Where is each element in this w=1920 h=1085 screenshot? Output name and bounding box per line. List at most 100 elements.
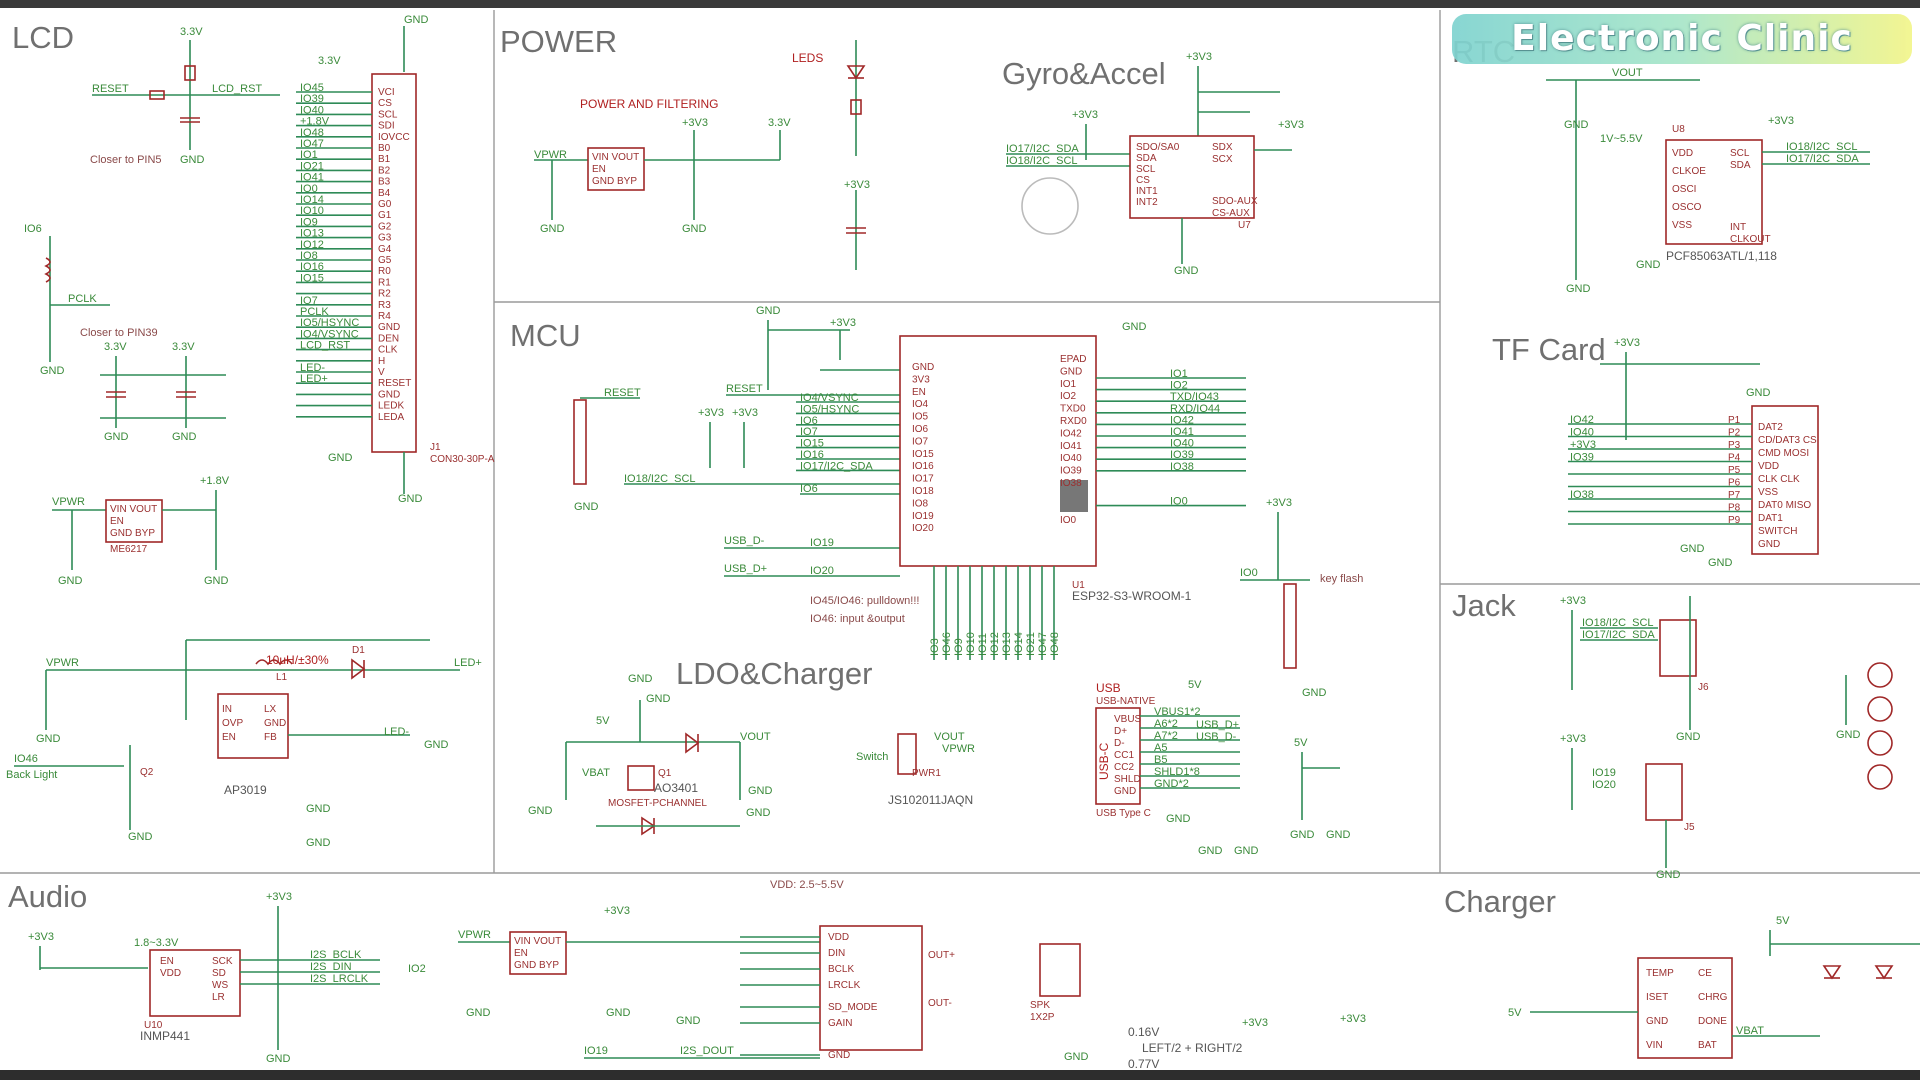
ldo-gnd-top2: GND bbox=[646, 693, 671, 705]
lcd-decoupling-caps: 3.3V 3.3V GND GND bbox=[100, 341, 226, 443]
mcu-gnd-right: GND bbox=[1122, 321, 1147, 333]
audio-spk-body bbox=[1039, 943, 1081, 997]
ldo-switch-part: JS102011JAQN bbox=[888, 793, 973, 807]
mcu-pin-l: IO18 bbox=[912, 486, 934, 497]
tf-label: DAT2 bbox=[1758, 422, 1783, 433]
lcd-backlight-boost: VPWR 10uH/±30% L1 D1 LED+ INOVPENLXGNDFB… bbox=[6, 639, 482, 849]
lcd-ldo-gnd1: GND bbox=[58, 575, 83, 587]
audio-range: 1.8~3.3V bbox=[134, 937, 179, 949]
mcu-usb-dp: USB_D+ bbox=[724, 563, 767, 575]
lcd-boost-gnd3: GND bbox=[306, 803, 331, 815]
lcd-conn-pin: CLK bbox=[378, 345, 398, 356]
tf-pin: P3 bbox=[1728, 440, 1741, 451]
gyro-v33a: +3V3 bbox=[1186, 51, 1212, 63]
lcd-conn-net: IO40 bbox=[300, 104, 324, 116]
lcd-boost-ic bbox=[217, 693, 289, 759]
jack-j5-body bbox=[1645, 763, 1683, 821]
lcd-conn-name: CON30-30P-A bbox=[430, 454, 495, 465]
power-gnd2: GND bbox=[682, 223, 707, 235]
tf-net: IO38 bbox=[1570, 489, 1594, 501]
tf-gnd3: GND bbox=[1708, 557, 1733, 569]
lcd-ldo-gndbyp: GND BYP bbox=[110, 528, 155, 539]
tf-label: DAT0 MISO bbox=[1758, 500, 1811, 511]
lcd-v33d: 3.3V bbox=[318, 55, 341, 67]
power-v33b: 3.3V bbox=[768, 117, 791, 129]
lcd-conn-net: IO41 bbox=[300, 172, 324, 184]
mcu-right-net: IO41 bbox=[1170, 426, 1194, 438]
lcd-conn-net: IO13 bbox=[300, 228, 324, 240]
mcu-pin-l: IO6 bbox=[912, 424, 929, 435]
audio-io19: IO19 bbox=[584, 1045, 608, 1057]
mcu-part-id: U1 bbox=[1072, 580, 1085, 591]
gyro-pin-r: SDO-AUX bbox=[1212, 196, 1258, 207]
ldo-gnd6: GND bbox=[1234, 845, 1259, 857]
audio-amp-pin: GAIN bbox=[828, 1018, 852, 1029]
lcd-conn-pin: B4 bbox=[378, 188, 391, 199]
mcu-pin-r: IO1 bbox=[1060, 379, 1077, 390]
audio-u10: U10 bbox=[144, 1020, 163, 1031]
lcd-conn-pin: R2 bbox=[378, 289, 391, 300]
mcu-pin-l: GND bbox=[912, 362, 934, 373]
chg-pin-r: BAT bbox=[1698, 1040, 1717, 1051]
lcd-conn-pin: SCL bbox=[378, 109, 398, 120]
mcu-pin-r: GND bbox=[1060, 366, 1082, 377]
audio-mic-pin-r: WS bbox=[212, 980, 228, 991]
lcd-conn-pin: R0 bbox=[378, 266, 391, 277]
audio-amp-body bbox=[819, 925, 923, 1051]
rtc-scl: IO18/I2C_SCL bbox=[1786, 141, 1858, 153]
lcd-v33c: 3.3V bbox=[172, 341, 195, 353]
ldo-usb-dp: USB_D+ bbox=[1196, 719, 1239, 731]
mcu-left-net: IO4/VSYNC bbox=[800, 392, 859, 404]
lcd-ldo-part: ME6217 bbox=[110, 544, 148, 555]
gyro-gnd: GND bbox=[1174, 265, 1199, 277]
lcd-gnd-4: GND bbox=[172, 431, 197, 443]
rtc-pin-l: CLKOE bbox=[1672, 166, 1706, 177]
lcd-conn-pin: GND bbox=[378, 322, 400, 333]
section-ldo: LDO&Charger bbox=[676, 656, 872, 691]
ldo-gnd2: GND bbox=[746, 807, 771, 819]
lcd-conn-pin: LEDK bbox=[378, 401, 404, 412]
tf-net: IO39 bbox=[1570, 452, 1594, 464]
audio-mic-pin-r: SD bbox=[212, 968, 226, 979]
mcu-epad-mark bbox=[1060, 480, 1088, 512]
lcd-boost-pin-l: EN bbox=[222, 732, 236, 743]
usb-pin: D+ bbox=[1114, 726, 1127, 737]
mcu-bottom-net: IO13 bbox=[1001, 632, 1013, 656]
lcd-boost-pin-l: IN bbox=[222, 704, 232, 715]
lcd-ldo-en: EN bbox=[110, 516, 124, 527]
lcd-conn-pin: GND bbox=[378, 389, 400, 400]
gyro-pin-l: SDA bbox=[1136, 153, 1157, 164]
audio-vdd-range: VDD: 2.5~5.5V bbox=[770, 879, 844, 891]
mcu-pin-l: IO17 bbox=[912, 474, 934, 485]
audio-v33b: +3V3 bbox=[604, 905, 630, 917]
lcd-boost-gnd1: GND bbox=[36, 733, 61, 745]
lcd-conn-pin: LEDA bbox=[378, 412, 404, 423]
lcd-conn-net: IO21 bbox=[300, 160, 324, 172]
watermark-text: Electronic Clinic bbox=[1511, 18, 1853, 59]
mcu-v33b: +3V3 bbox=[698, 407, 724, 419]
lcd-conn-net: IO1 bbox=[300, 149, 318, 161]
ldo-circuit: GND GND 5V VBAT Q1 AO3401 MOSFET-PCHANNE… bbox=[528, 673, 1351, 857]
mcu-pin-r: RXD0 bbox=[1060, 416, 1087, 427]
gyro-pin-r: SDX bbox=[1212, 142, 1233, 153]
lcd-conn-net: IO9 bbox=[300, 216, 318, 228]
tf-pin: P7 bbox=[1728, 490, 1741, 501]
lcd-backlight: Back Light bbox=[6, 769, 57, 781]
lcd-gnd-2: GND bbox=[40, 365, 65, 377]
section-mcu: MCU bbox=[510, 318, 581, 353]
lcd-conn-gnd-top: GND bbox=[404, 14, 429, 26]
audio-mic-pin-l: VDD bbox=[160, 968, 181, 979]
ldo-vbat: VBAT bbox=[582, 767, 610, 779]
rtc-pin-r: SCL bbox=[1730, 148, 1750, 159]
mcu-right-net: IO39 bbox=[1170, 449, 1194, 461]
usb-pin: D- bbox=[1114, 738, 1125, 749]
ldo-usb-type: USB Type C bbox=[1096, 808, 1151, 819]
rtc-u8: U8 bbox=[1672, 124, 1685, 135]
gyro-scl: IO18/I2C_SCL bbox=[1006, 155, 1078, 167]
audio-amp-pin: LRCLK bbox=[828, 980, 861, 991]
ldo-gnd3: GND bbox=[748, 785, 773, 797]
rtc-sda: IO17/I2C_SDA bbox=[1786, 153, 1859, 165]
audio-outm: OUT- bbox=[928, 998, 952, 1009]
tfcard-circuit: +3V3 GND P1IO42P2IO40P3+3V3P4IO39P5P6P7I… bbox=[1568, 337, 1819, 569]
chg-vbat: VBAT bbox=[1736, 1025, 1764, 1037]
